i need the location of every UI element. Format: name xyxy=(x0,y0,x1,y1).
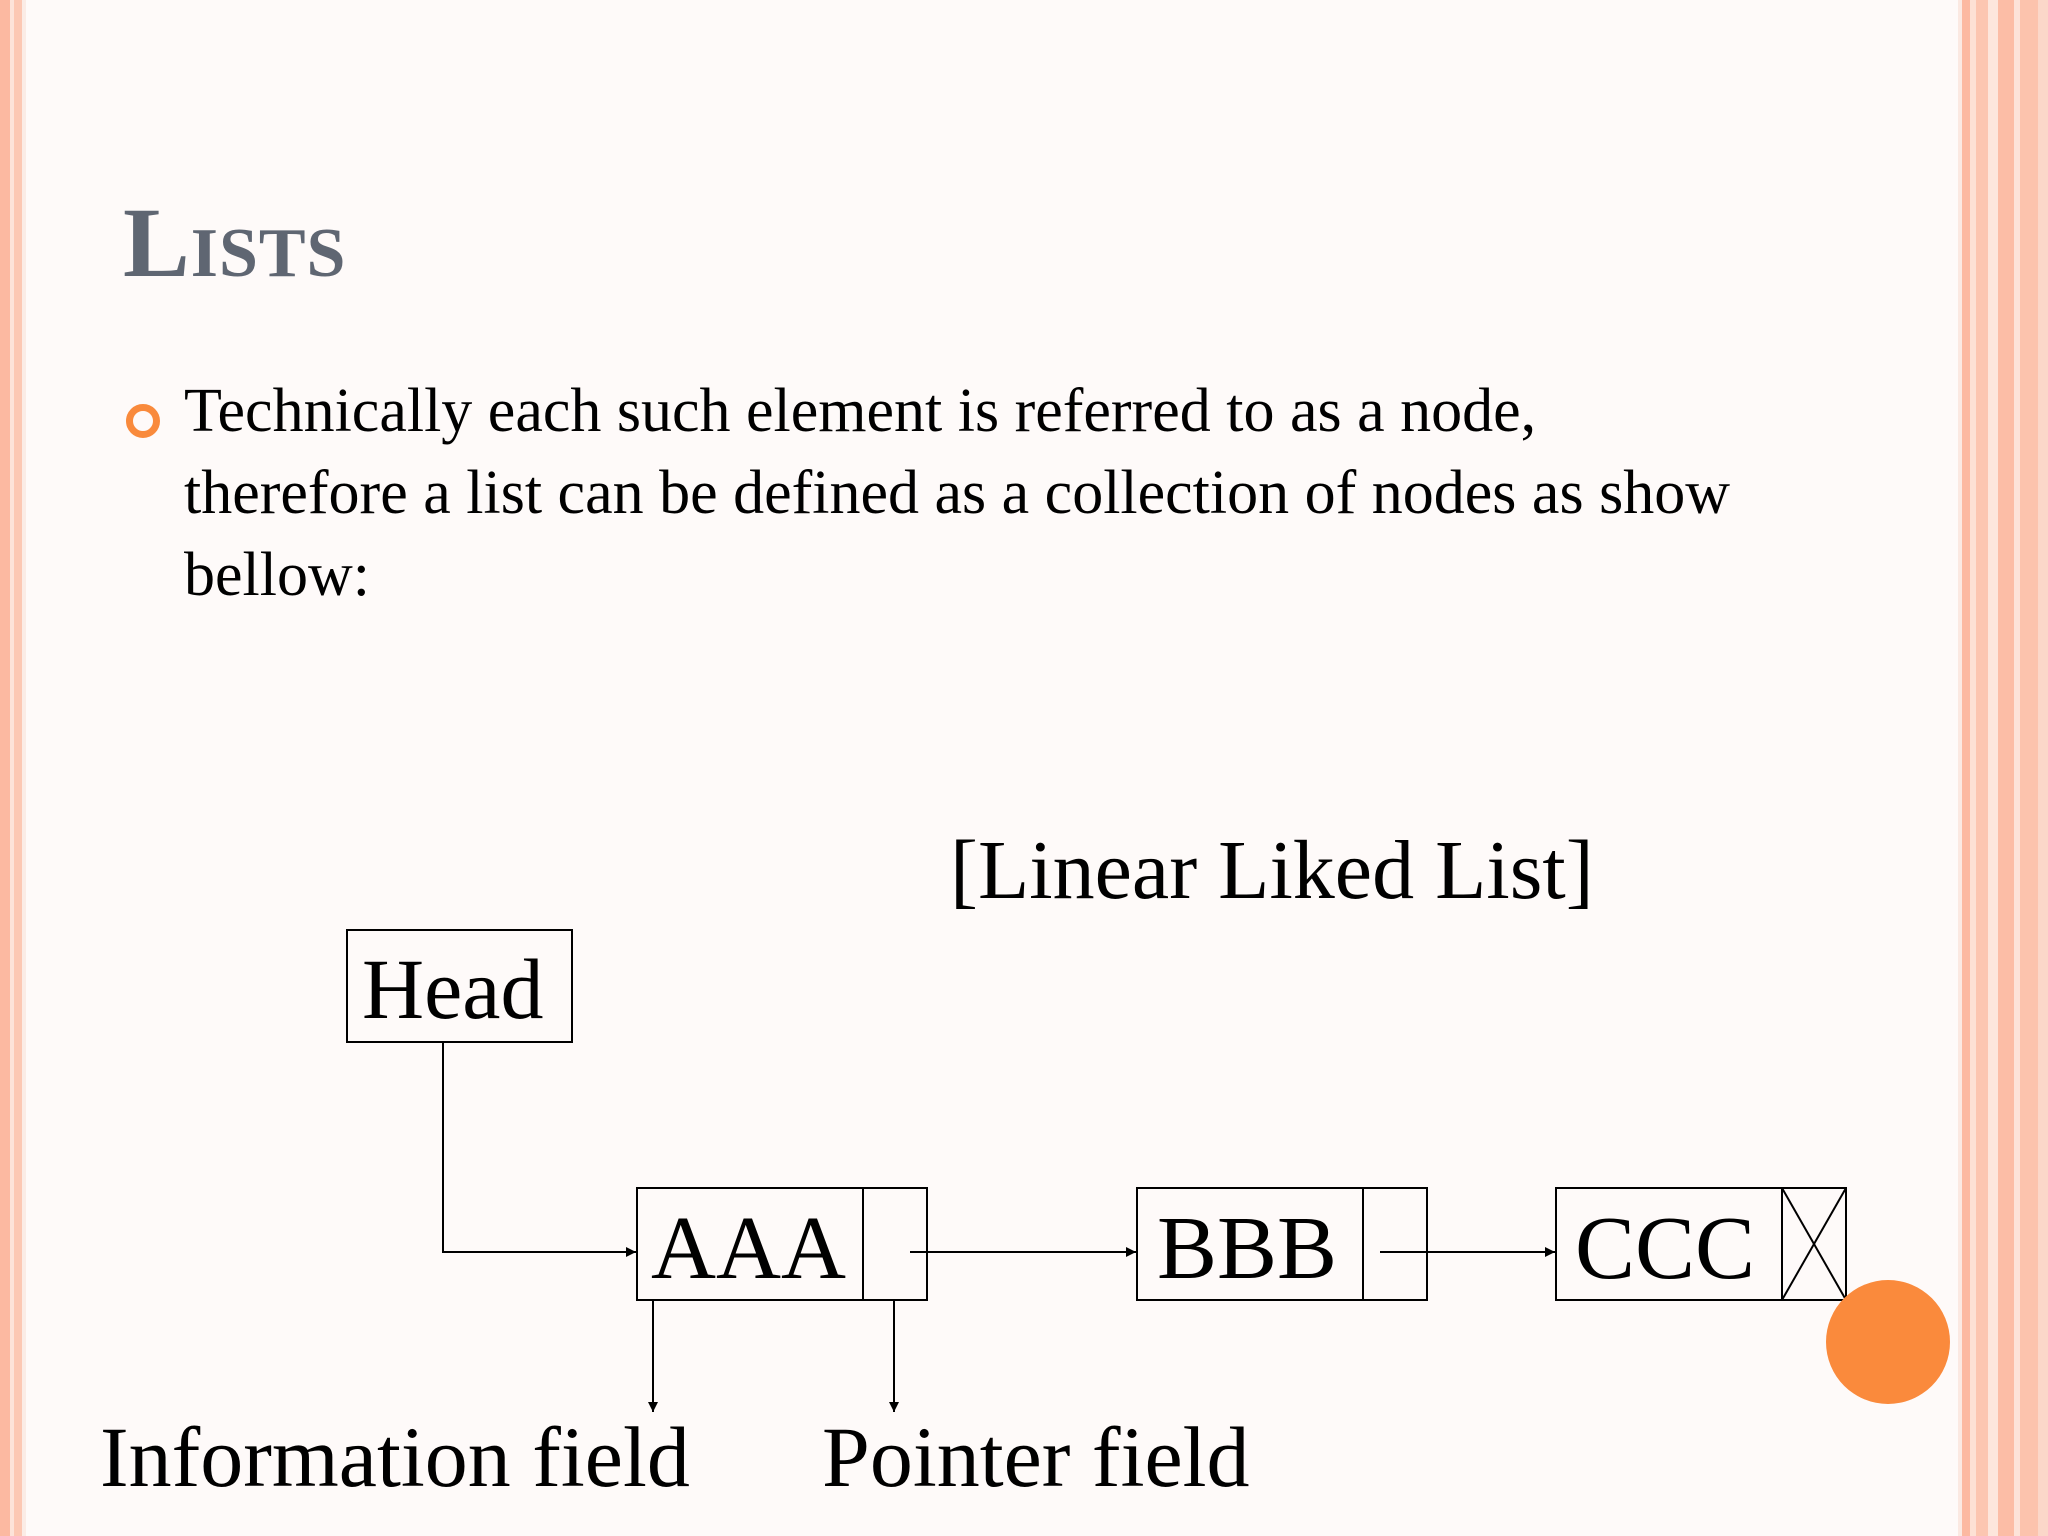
bullet-text: Technically each such element is referre… xyxy=(184,377,1730,609)
right-decorative-border xyxy=(1958,0,2048,1536)
decorative-orange-circle xyxy=(1826,1280,1950,1404)
slide-title: Lists xyxy=(123,187,347,298)
left-decorative-border xyxy=(0,0,26,1536)
bullet-circle-icon xyxy=(126,404,160,438)
